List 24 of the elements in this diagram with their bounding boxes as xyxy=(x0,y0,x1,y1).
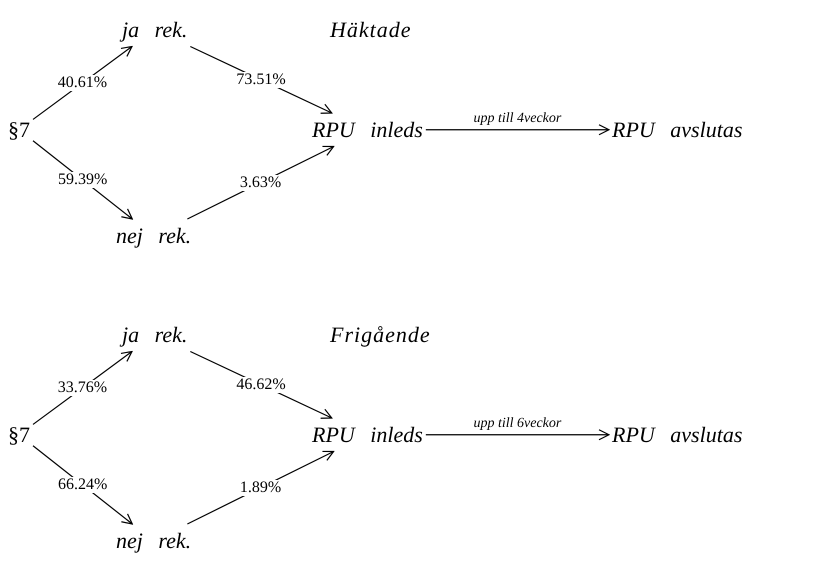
group-heading: Frigående xyxy=(330,321,431,348)
edge-label: 33.76% xyxy=(56,380,108,396)
node-label: nej rek. xyxy=(116,222,192,250)
edge-label: 40.61% xyxy=(56,74,108,91)
node-label: ja rek. xyxy=(122,321,188,348)
edge-label: upp till 4veckor xyxy=(473,112,562,126)
node-label: nej rek. xyxy=(116,527,192,554)
edge-label: 46.62% xyxy=(235,376,287,393)
arrow xyxy=(426,124,610,136)
edge-label: 3.63% xyxy=(238,174,282,191)
arrow xyxy=(426,429,610,440)
edge-label: 73.51% xyxy=(235,72,287,88)
edge-label: upp till 6veckor xyxy=(473,416,562,431)
node-label: §7 xyxy=(8,116,30,144)
node-label: RPU inleds xyxy=(312,116,423,144)
node-label: RPU inleds xyxy=(312,421,423,448)
edge-label: 59.39% xyxy=(56,172,108,188)
node-label: ja rek. xyxy=(122,16,188,44)
node-label: RPU avslutas xyxy=(612,116,742,144)
group-heading: Häktade xyxy=(330,16,412,44)
node-label: §7 xyxy=(8,421,30,448)
edge-label: 66.24% xyxy=(56,476,108,493)
edge-label: 1.89% xyxy=(238,480,282,496)
node-label: RPU avslutas xyxy=(612,421,742,448)
